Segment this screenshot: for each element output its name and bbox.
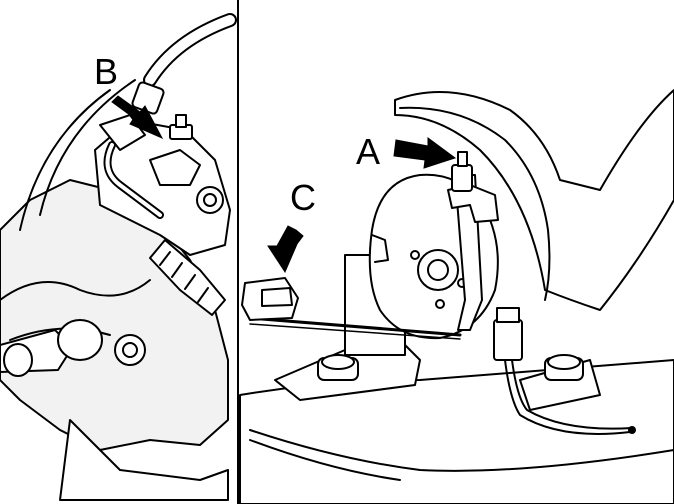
splash-shield bbox=[394, 89, 674, 311]
left-panel bbox=[0, 13, 237, 501]
hub-center-inner bbox=[427, 259, 449, 281]
base-bolt-1 bbox=[321, 354, 355, 370]
lower-connector-tab bbox=[496, 307, 520, 323]
caliper-body bbox=[94, 119, 231, 256]
boot-rib-3 bbox=[184, 274, 196, 290]
brake-line-fill bbox=[105, 143, 162, 217]
arrow-b-shape bbox=[111, 95, 164, 140]
floor-edge bbox=[249, 429, 674, 472]
tool-shaft-2 bbox=[249, 323, 461, 340]
connector-wire-1 bbox=[504, 359, 631, 435]
pin-bolt-head bbox=[57, 319, 103, 361]
callout-c-arrow bbox=[267, 225, 304, 274]
tool-shaft bbox=[248, 316, 462, 337]
callout-b-label: B bbox=[94, 51, 118, 92]
sensor-bolt bbox=[457, 151, 468, 167]
pin-bolt-end bbox=[3, 343, 33, 377]
lower-bolt-center bbox=[122, 342, 138, 358]
hub-hole-3 bbox=[435, 299, 445, 309]
splash-shield-rim bbox=[399, 106, 551, 301]
brake-hose-upper-fill bbox=[145, 15, 235, 85]
hub-hole-1 bbox=[410, 250, 420, 260]
knuckle-ridge bbox=[0, 279, 151, 301]
wire-end bbox=[628, 426, 636, 434]
connector-wire-2 bbox=[511, 359, 633, 430]
base-bolt-2 bbox=[547, 354, 581, 370]
arrow-a-shape bbox=[393, 137, 457, 169]
lower-connector bbox=[493, 319, 523, 361]
bleeder-screw bbox=[175, 114, 187, 128]
rubber-boot bbox=[149, 239, 226, 316]
brake-disc-arc bbox=[19, 89, 111, 231]
right-panel bbox=[239, 89, 674, 504]
boot-rib-4 bbox=[197, 287, 209, 303]
sensor-connector bbox=[451, 164, 473, 192]
caliper-bolt-center bbox=[203, 193, 217, 207]
arrow-c-shape bbox=[267, 225, 304, 274]
knuckle-lower bbox=[59, 419, 229, 501]
brake-disc-arc-inner bbox=[39, 79, 136, 216]
callout-b-arrow bbox=[111, 95, 164, 140]
floor-inner-curve bbox=[249, 439, 401, 481]
harness-clip-c-tab bbox=[261, 287, 293, 307]
boot-rib-2 bbox=[171, 262, 183, 278]
sensor-bracket-clip bbox=[447, 184, 499, 223]
hub-notch bbox=[371, 234, 389, 263]
caliper-ear bbox=[149, 149, 201, 186]
callout-c-label: C bbox=[290, 177, 316, 218]
boot-rib-1 bbox=[159, 251, 171, 266]
callout-a-arrow bbox=[393, 137, 457, 169]
callout-a-label: A bbox=[356, 131, 380, 172]
